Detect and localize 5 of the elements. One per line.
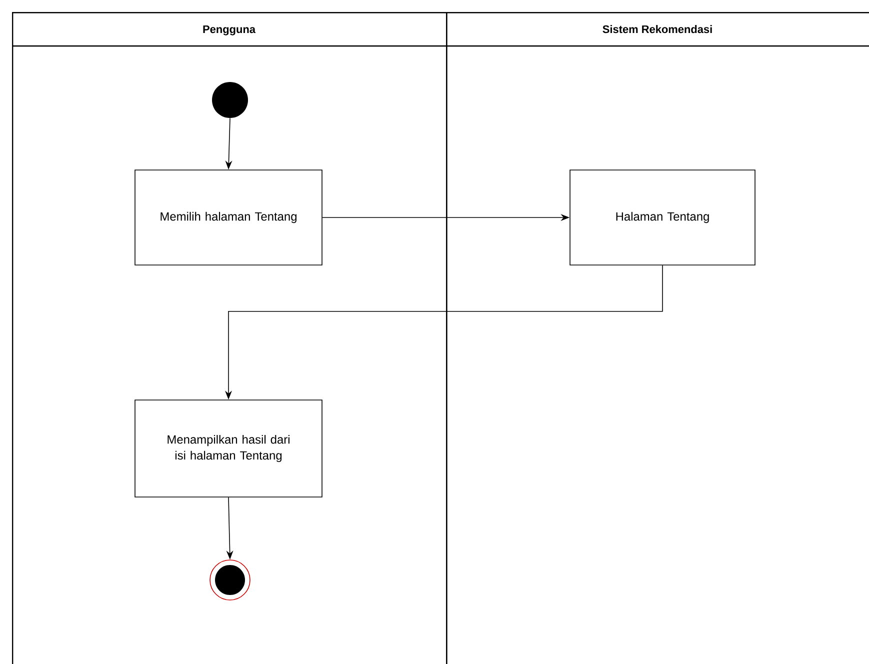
action-box: Halaman Tentang <box>570 170 756 266</box>
action-box: Memilih halaman Tentang <box>134 170 322 266</box>
end-node <box>210 560 250 600</box>
start-node <box>212 82 248 118</box>
action-box: Menampilkan hasil dari isi halaman Tentang <box>134 400 322 498</box>
